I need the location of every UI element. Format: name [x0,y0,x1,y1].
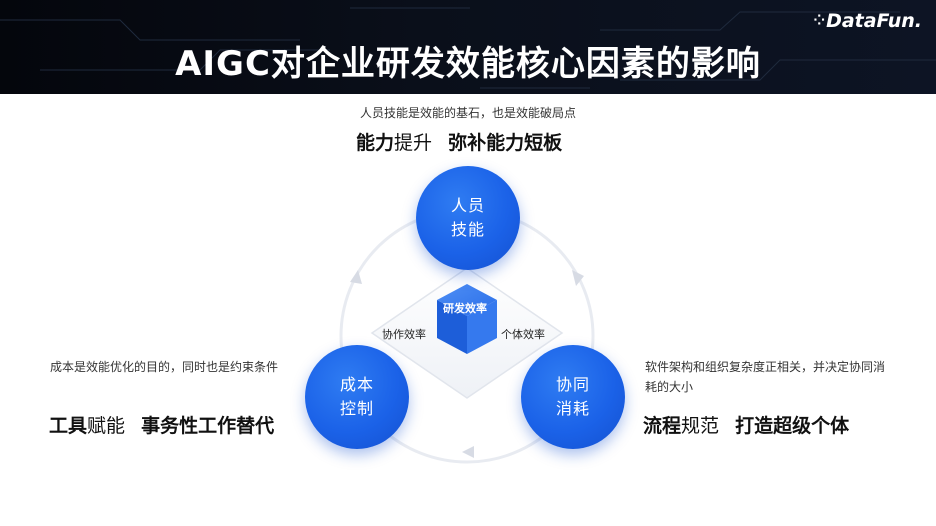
node-cost-line2: 控制 [340,397,374,421]
label-collab-efficiency: 协作效率 [382,326,426,342]
node-people-skill: 人员 技能 [416,166,520,270]
node-collab-line1: 协同 [556,373,590,397]
label-individual-efficiency: 个体效率 [501,326,545,342]
node-collab-line2: 消耗 [556,397,590,421]
node-cost-control: 成本 控制 [305,345,409,449]
node-collab-cost: 协同 消耗 [521,345,625,449]
cube-label-rd-efficiency: 研发效率 [443,300,487,316]
left-tagline-part1: 工具 [49,415,87,437]
right-tagline-part2: 规范 [681,415,719,437]
collab-desc: 软件架构和组织复杂度正相关，并决定协同消耗的大小 [645,357,885,397]
node-people-line2: 技能 [451,218,485,242]
right-tagline: 流程规范 打造超级个体 [643,411,849,438]
node-cost-line1: 成本 [340,373,374,397]
node-people-line1: 人员 [451,194,485,218]
right-tagline-part3: 打造超级个体 [735,415,849,437]
right-tagline-part1: 流程 [643,415,681,437]
left-tagline-part2: 赋能 [87,415,125,437]
left-tagline: 工具赋能 事务性工作替代 [49,411,274,438]
cost-desc: 成本是效能优化的目的，同时也是约束条件 [50,357,290,377]
left-tagline-part3: 事务性工作替代 [141,415,274,437]
